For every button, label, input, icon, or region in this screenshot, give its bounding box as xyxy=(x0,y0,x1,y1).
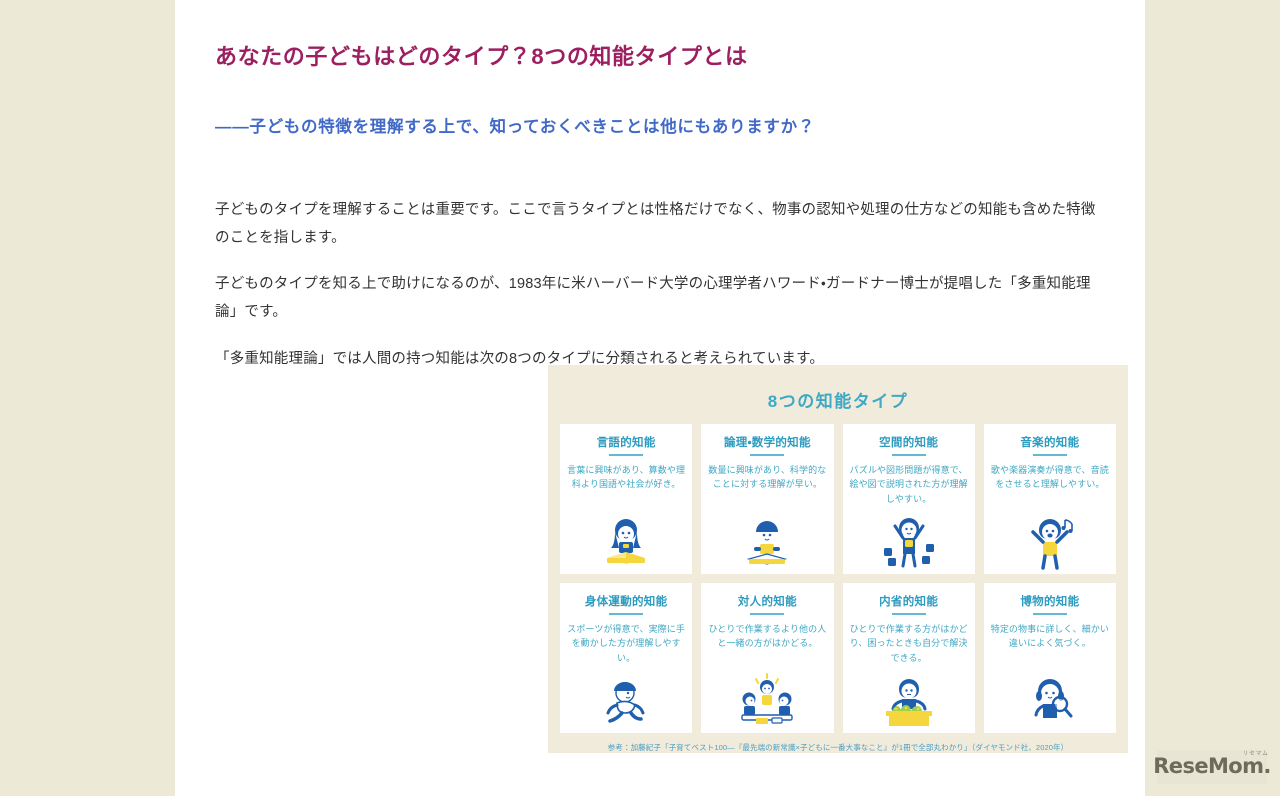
singing-child-icon xyxy=(1031,519,1073,570)
watermark-brand: ReseMom. xyxy=(1153,754,1271,778)
intelligence-card-spatial: 空間的知能 パズルや図形問題が得意で、絵や図で説明された方が理解しやすい。 xyxy=(842,424,975,574)
group-of-children-icon xyxy=(741,673,794,724)
intelligence-card-interpersonal: 対人的知能 ひとりで作業するより他の人と一緒の方がはかどる。 xyxy=(701,583,834,733)
card-divider xyxy=(750,454,785,456)
card-description: ひとりで作業するより他の人と一緒の方がはかどる。 xyxy=(708,623,827,649)
card-description: ひとりで作業する方がはかどり、困ったときも自分で解決できる。 xyxy=(849,623,968,664)
article-sheet: あなたの子どもはどのタイプ？8つの知能タイプとは ――子どもの特徴を理解する上で… xyxy=(175,0,1145,796)
intelligence-card-logical-mathematical: 論理・数学的知能 数量に興味があり、科学的なことに対する理解が早い。 xyxy=(701,424,834,574)
article-body: あなたの子どもはどのタイプ？8つの知能タイプとは ――子どもの特徴を理解する上で… xyxy=(175,0,1145,373)
intelligence-card-musical: 音楽的知能 歌や楽器演奏が得意で、音読をさせると理解しやすい。 xyxy=(983,424,1116,574)
card-description: スポーツが得意で、実際に手を動かした方が理解しやすい。 xyxy=(567,623,685,664)
girl-reading-book-icon xyxy=(607,519,646,564)
intelligence-card-intrapersonal: 内省的知能 ひとりで作業する方がはかどり、困ったときも自分で解決できる。 xyxy=(842,583,975,733)
watermark-kana: リセマム xyxy=(1242,751,1269,757)
intelligence-card-naturalist: 博物的知能 特定の物事に詳しく、細かい違いによく気づく。 xyxy=(983,583,1116,733)
card-title: 音楽的知能 xyxy=(1020,437,1080,449)
card-title: 空間的知能 xyxy=(879,437,939,449)
card-title: 内省的知能 xyxy=(879,596,939,608)
child-at-desk-icon xyxy=(885,679,932,726)
card-divider xyxy=(1032,613,1067,615)
intelligence-card-bodily-kinesthetic: 身体運動的知能 スポーツが得意で、実際に手を動かした方が理解しやすい。 xyxy=(560,583,693,733)
card-title: 対人的知能 xyxy=(737,596,797,608)
card-title: 論理・数学的知能 xyxy=(723,437,811,449)
infographic-credit: 参考：加藤紀子「子育てベスト100―『最先端の新常識×子どもに一番大事なこと』が… xyxy=(607,743,1069,752)
running-child-icon xyxy=(606,682,645,723)
card-title: 言語的知能 xyxy=(596,437,656,449)
boy-studying-icon xyxy=(747,521,788,565)
intelligence-card-linguistic: 言語的知能 言葉に興味があり、算数や理科より国語や社会が好き。 xyxy=(560,424,693,574)
card-divider xyxy=(609,454,644,456)
card-description: 歌や楽器演奏が得意で、音読をさせると理解しやすい。 xyxy=(990,464,1109,490)
card-divider xyxy=(750,613,785,615)
body-paragraph-1: 子どものタイプを理解することは重要です。ここで言うタイプとは性格だけでなく、物事… xyxy=(215,201,1096,246)
card-description: パズルや図形問題が得意で、絵や図で説明された方が理解しやすい。 xyxy=(849,464,968,505)
intelligence-type-card-grid: 言語的知能 言葉に興味があり、算数や理科より国語や社会が好き。 xyxy=(560,424,1116,733)
card-divider xyxy=(1032,454,1067,456)
child-puzzle-icon xyxy=(883,518,934,568)
page-title: あなたの子どもはどのタイプ？8つの知能タイプとは xyxy=(215,44,748,69)
card-divider xyxy=(609,613,644,615)
interview-question-heading: ――子どもの特徴を理解する上で、知っておくべきことは他にもありますか？ xyxy=(215,117,816,136)
card-description: 言葉に興味があり、算数や理科より国語や社会が好き。 xyxy=(567,464,686,490)
body-paragraph-2: 子どものタイプを知る上で助けになるのが、1983年に米ハーバード大学の心理学者ハ… xyxy=(215,276,1091,321)
card-divider xyxy=(891,613,926,615)
intelligence-types-infographic: 8つの知能タイプ 言語的知能 言葉に興味があり、算数や理科より国語や社会が好き。 xyxy=(548,365,1128,753)
resemom-watermark-logo: ReseMom. リセマム xyxy=(1153,750,1271,784)
card-description: 数量に興味があり、科学的なことに対する理解が早い。 xyxy=(708,464,827,490)
card-description: 特定の物事に詳しく、細かい違いによく気づく。 xyxy=(990,623,1110,649)
child-with-magnifier-icon xyxy=(1034,679,1073,718)
card-title: 博物的知能 xyxy=(1020,596,1080,608)
body-paragraph-3: 「多重知能理論」では人間の持つ知能は次の8つのタイプに分類されると考えられていま… xyxy=(215,350,825,367)
card-divider xyxy=(891,454,926,456)
card-title: 身体運動的知能 xyxy=(584,596,668,608)
infographic-title: 8つの知能タイプ xyxy=(767,392,909,411)
